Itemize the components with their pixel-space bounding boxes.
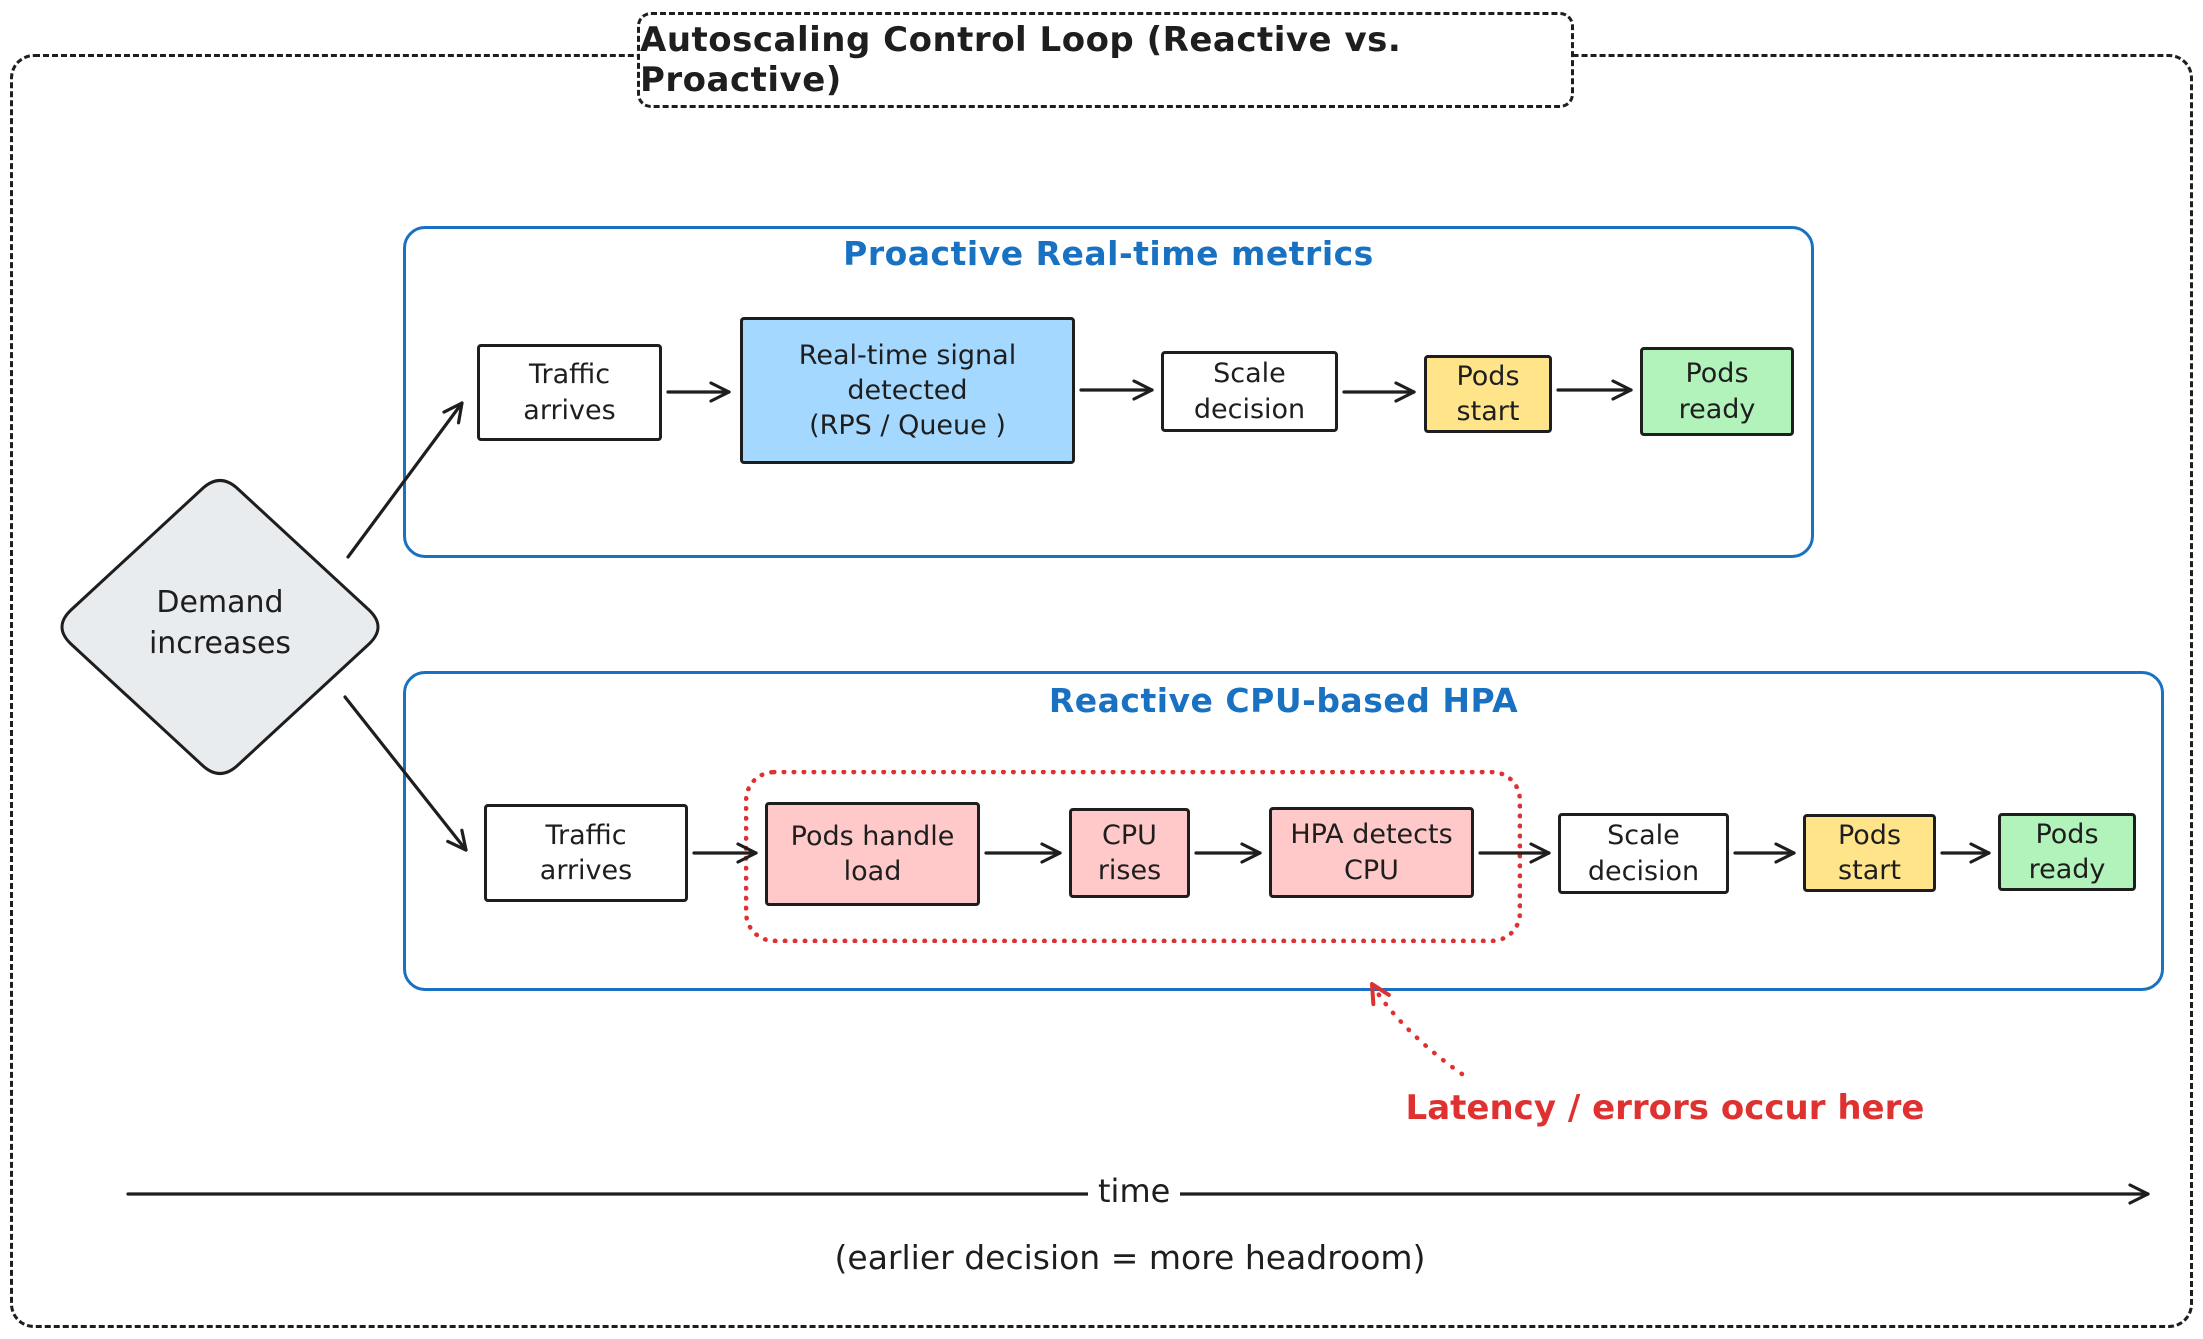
node-label: HPA detects CPU xyxy=(1290,819,1453,886)
node-label: Traffic arrives xyxy=(523,359,616,426)
node-label: Pods ready xyxy=(2028,818,2106,885)
node-hpa-detects-cpu: HPA detects CPU xyxy=(1269,807,1474,898)
node-traffic-arrives-proactive: Traffic arrives xyxy=(477,344,662,441)
node-label: Traffic arrives xyxy=(539,819,633,886)
node-pods-ready-proactive: Pods ready xyxy=(1640,347,1794,436)
node-scale-decision-reactive: Scale decision xyxy=(1558,813,1729,894)
node-pods-ready-reactive: Pods ready xyxy=(1998,813,2136,891)
proactive-section-title: Proactive Real-time metrics xyxy=(843,234,1374,273)
node-label: Pods ready xyxy=(1678,358,1756,425)
diagram-title: Autoscaling Control Loop (Reactive vs. P… xyxy=(640,20,1402,100)
latency-annotation: Latency / errors occur here xyxy=(1405,1088,1925,1128)
node-label: Pods start xyxy=(1837,819,1902,886)
node-label: CPU rises xyxy=(1097,819,1162,886)
proactive-section-box xyxy=(403,226,1814,558)
node-pods-start-reactive: Pods start xyxy=(1803,814,1936,892)
node-scale-decision-proactive: Scale decision xyxy=(1161,351,1338,432)
time-axis-caption: (earlier decision = more headroom) xyxy=(834,1238,1426,1277)
node-label: Scale decision xyxy=(1193,358,1306,425)
node-label: Real-time signal detected (RPS / Queue ) xyxy=(798,339,1017,442)
node-pods-handle-load: Pods handle load xyxy=(765,802,980,906)
node-label: Pods handle load xyxy=(790,820,955,887)
node-pods-start-proactive: Pods start xyxy=(1424,355,1552,433)
demand-diamond-label: Demand increases xyxy=(148,585,292,661)
diagram-title-box: Autoscaling Control Loop (Reactive vs. P… xyxy=(637,12,1574,108)
time-axis-label: time xyxy=(1088,1172,1181,1210)
node-label: Pods start xyxy=(1456,360,1520,427)
node-cpu-rises: CPU rises xyxy=(1069,808,1190,898)
reactive-section-title: Reactive CPU-based HPA xyxy=(1048,681,1519,720)
node-label: Scale decision xyxy=(1587,820,1700,887)
node-traffic-arrives-reactive: Traffic arrives xyxy=(484,804,688,902)
node-realtime-signal-detected: Real-time signal detected (RPS / Queue ) xyxy=(740,317,1075,464)
